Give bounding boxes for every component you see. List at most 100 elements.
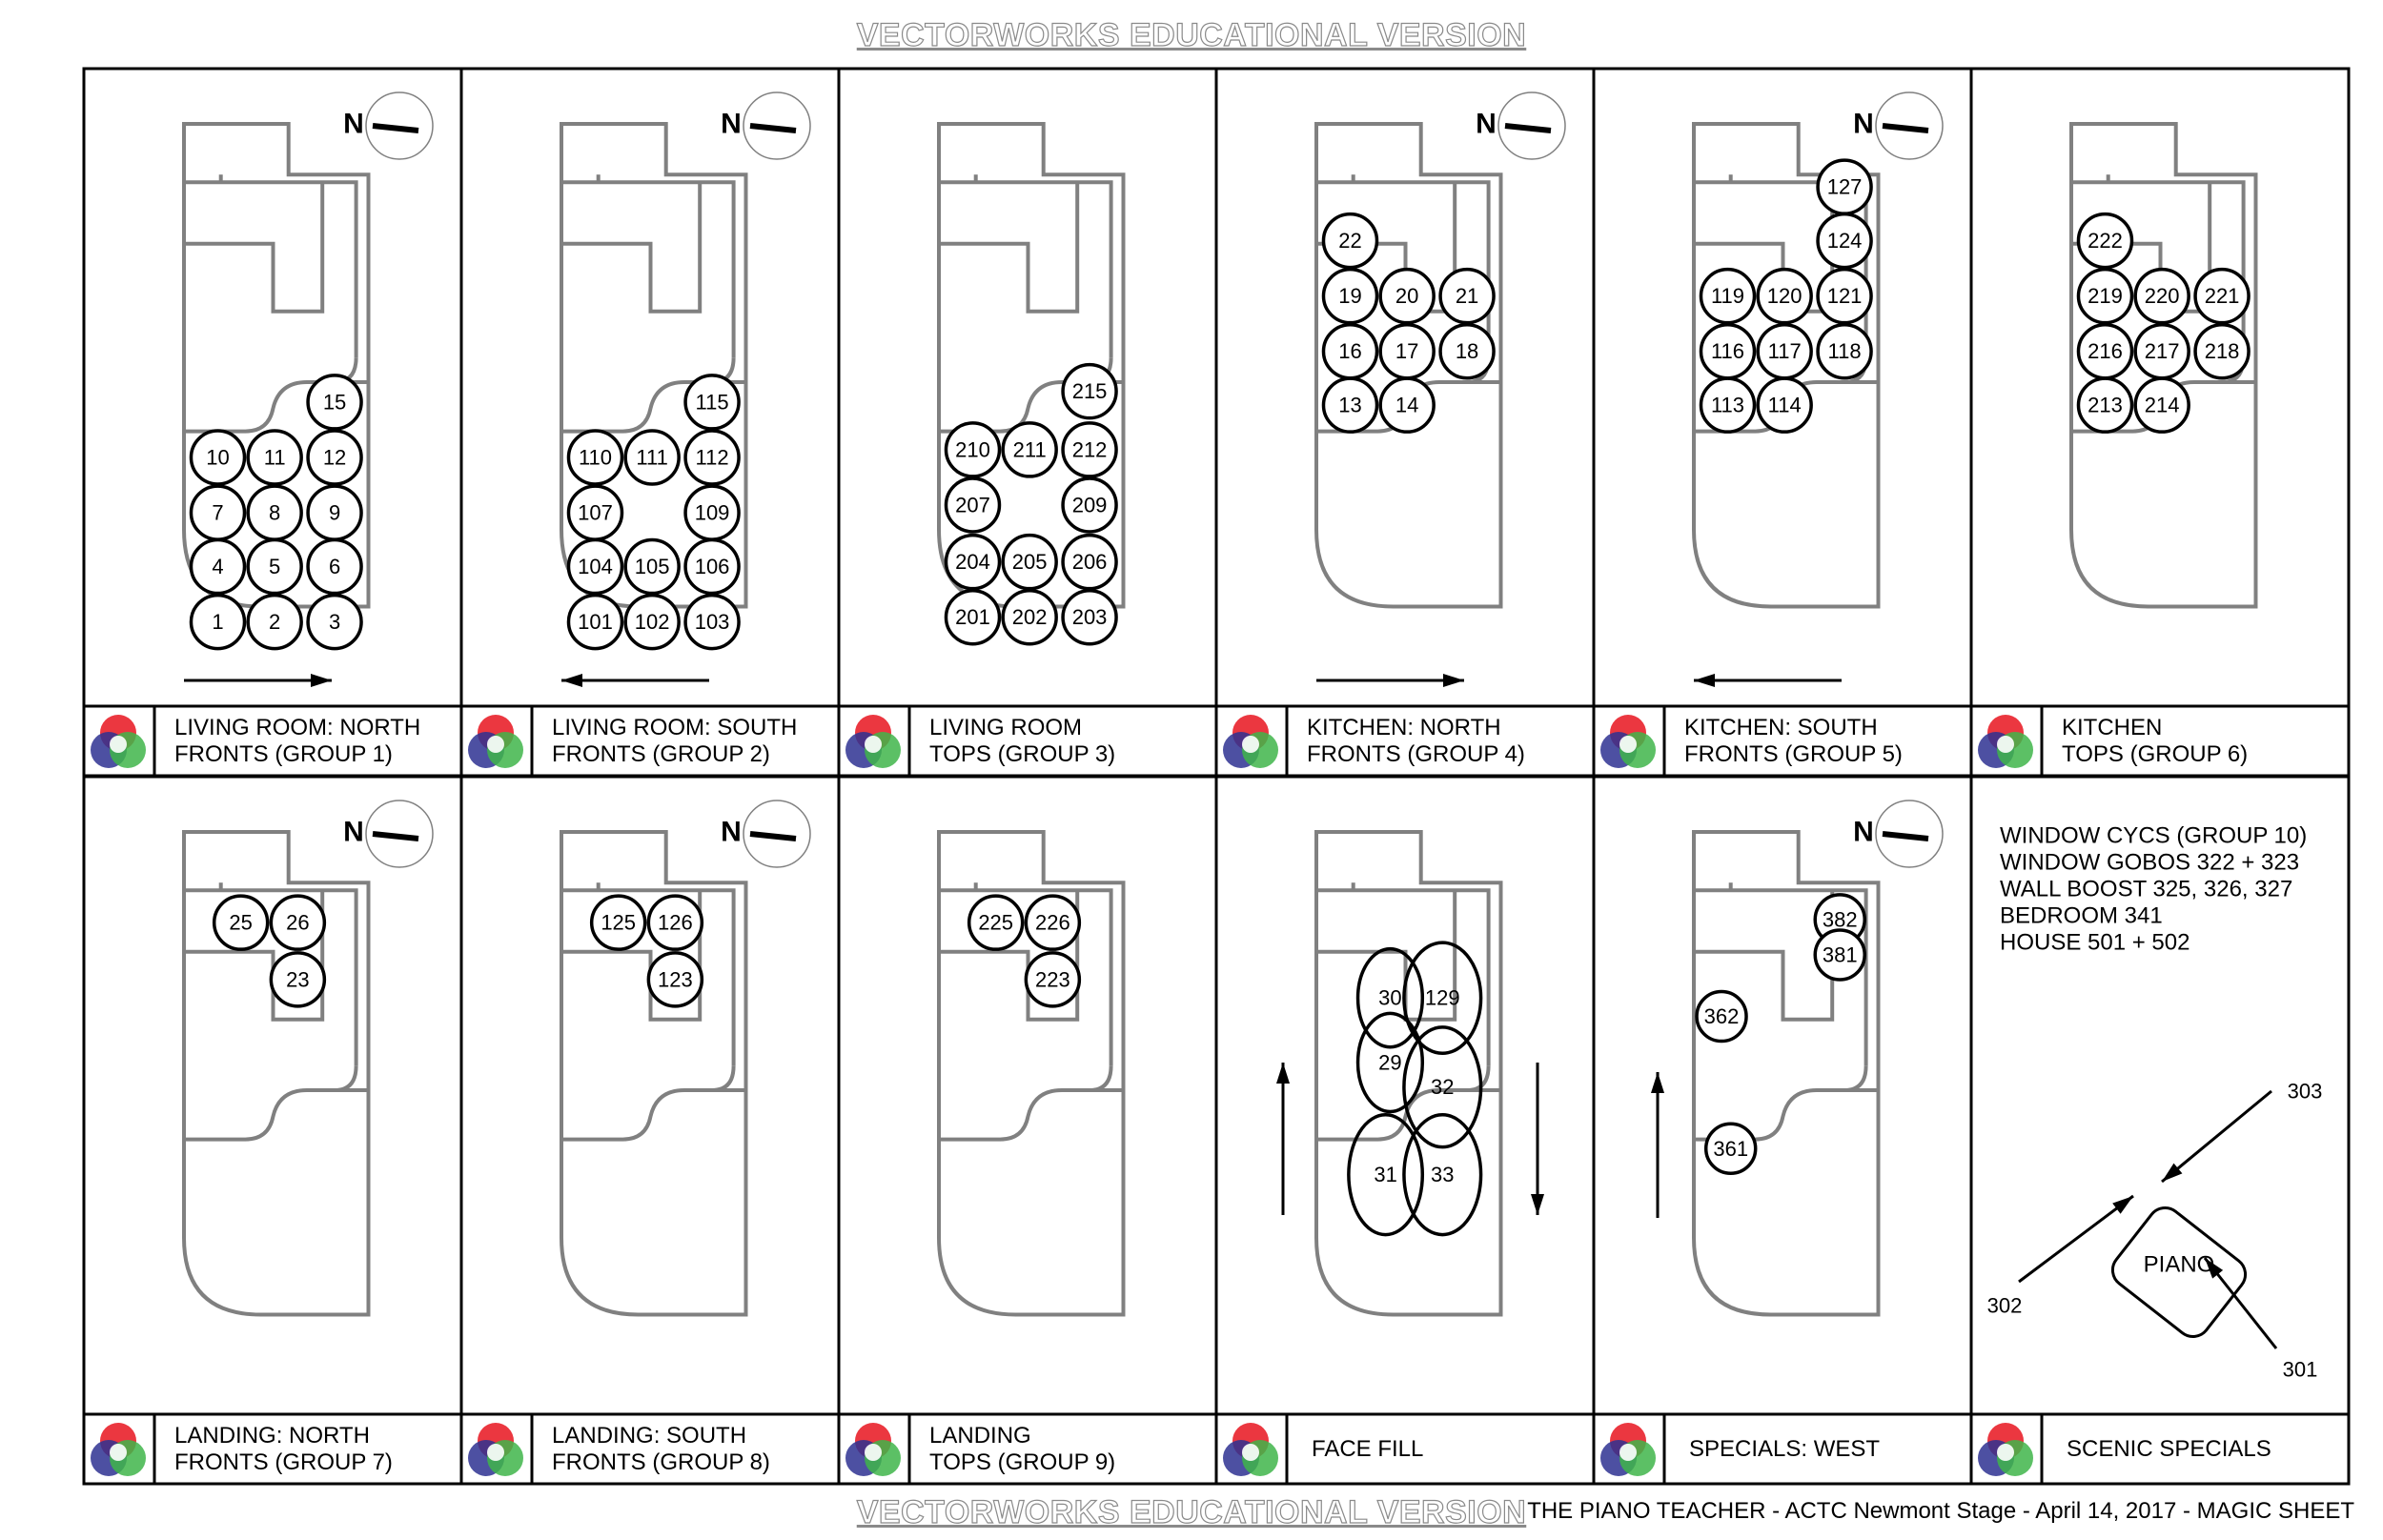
channel-circle	[944, 476, 1002, 534]
plan-wall-upper	[939, 180, 1113, 358]
channel-circle	[1001, 588, 1058, 646]
panel-label: FRONTS (GROUP 5)	[1684, 741, 1903, 767]
channel-circle	[1024, 894, 1082, 951]
channel-circle	[1703, 1122, 1758, 1176]
plan-wall-upper	[561, 180, 736, 358]
channel-circle	[1061, 362, 1118, 420]
channel-circle	[246, 593, 303, 651]
channel-number: 3	[329, 610, 340, 634]
plan-outline	[1314, 830, 1503, 1317]
channel-number: 8	[269, 501, 280, 525]
plan-outline	[2069, 122, 2258, 609]
channel-number: 31	[1374, 1163, 1396, 1186]
panel-frame	[82, 67, 463, 778]
arrow-head-icon	[1694, 674, 1715, 687]
compass-north-icon: N	[721, 817, 742, 848]
panel-label: SCENIC SPECIALS	[2067, 1436, 2271, 1462]
plan-wall-landing	[561, 182, 703, 314]
compass-north-icon: N	[1476, 109, 1497, 140]
channel-number: 120	[1767, 284, 1803, 308]
channel-circle	[269, 951, 327, 1008]
channel-circle	[306, 593, 363, 651]
plan-wall-corner	[711, 1065, 736, 1092]
scenic-note: WINDOW GOBOS 322 + 323	[2000, 850, 2299, 876]
channel-circle	[1321, 376, 1379, 434]
channel-circle	[1321, 212, 1379, 270]
channel-circle	[646, 951, 704, 1008]
channel-circle	[246, 429, 303, 486]
compass-circle	[365, 91, 434, 160]
channel-circle	[1378, 267, 1436, 325]
compass-north-icon: N	[721, 109, 742, 140]
channel-circle	[1756, 267, 1813, 325]
channel-number: 361	[1713, 1137, 1748, 1161]
compass-needle	[372, 123, 419, 133]
channel-number: 10	[206, 446, 229, 470]
channel-number: 101	[578, 610, 613, 634]
channel-number: 223	[1035, 967, 1070, 991]
channel-number: 226	[1035, 911, 1070, 935]
channel-circle	[2133, 376, 2190, 434]
plan-wall-landing	[184, 182, 325, 314]
panel-label: LANDING: SOUTH	[552, 1423, 746, 1449]
channel-number: 382	[1823, 907, 1858, 931]
channel-number: 207	[955, 494, 990, 517]
plan-outline	[1692, 122, 1881, 609]
compass-circle	[1875, 91, 1944, 160]
channel-number: 105	[635, 555, 670, 578]
area-ellipse	[1355, 1011, 1425, 1114]
panel-label: KITCHEN: SOUTH	[1684, 715, 1878, 740]
arrow-head-icon	[311, 674, 332, 687]
channel-number: 121	[1827, 284, 1863, 308]
panel-label: TOPS (GROUP 9)	[929, 1449, 1115, 1475]
scenic-note: HOUSE 501 + 502	[2000, 930, 2190, 956]
channel-number: 205	[1012, 550, 1048, 574]
rgb-color-icon-center	[865, 736, 882, 753]
panel-label: FRONTS (GROUP 2)	[552, 741, 770, 767]
channel-circle	[2133, 267, 2190, 325]
panel-label: KITCHEN: NORTH	[1307, 715, 1501, 740]
plan-wall-upper	[1316, 888, 1491, 1066]
channel-circle	[1813, 928, 1866, 982]
plan-wall-corner	[1089, 1065, 1113, 1092]
channel-number: 217	[2145, 339, 2180, 363]
channel-number: 123	[658, 967, 693, 991]
rgb-color-icon-center	[487, 736, 504, 753]
channel-circle	[306, 537, 363, 596]
channel-number: 12	[323, 446, 346, 470]
arrow-head-icon	[1531, 1194, 1544, 1215]
plan-outline	[1692, 830, 1881, 1317]
channel-number: 21	[1456, 284, 1478, 308]
direction-arrow	[2018, 1194, 2134, 1284]
channel-number: 104	[578, 555, 613, 578]
channel-number: 109	[695, 501, 730, 525]
channel-circle	[1061, 421, 1118, 478]
channel-number: 103	[695, 610, 730, 634]
compass-circle	[1497, 91, 1566, 160]
channel-number: 206	[1072, 550, 1108, 574]
channel-circle	[1438, 267, 1496, 325]
channel-circle	[683, 429, 741, 486]
channel-number: 117	[1768, 339, 1802, 363]
panel-frame	[459, 67, 841, 778]
plan-wall-corner	[1466, 1065, 1491, 1092]
channel-circle	[1061, 588, 1118, 646]
compass-needle	[372, 831, 419, 841]
channel-circle	[1001, 421, 1058, 478]
channel-circle	[566, 429, 624, 486]
rgb-color-icon-center	[1242, 736, 1259, 753]
panel-frame	[82, 775, 463, 1486]
channel-number: 214	[2145, 394, 2180, 417]
rgb-color-icon-center	[1619, 1444, 1637, 1461]
channel-number: 23	[286, 967, 309, 991]
channel-circle	[1024, 951, 1082, 1008]
